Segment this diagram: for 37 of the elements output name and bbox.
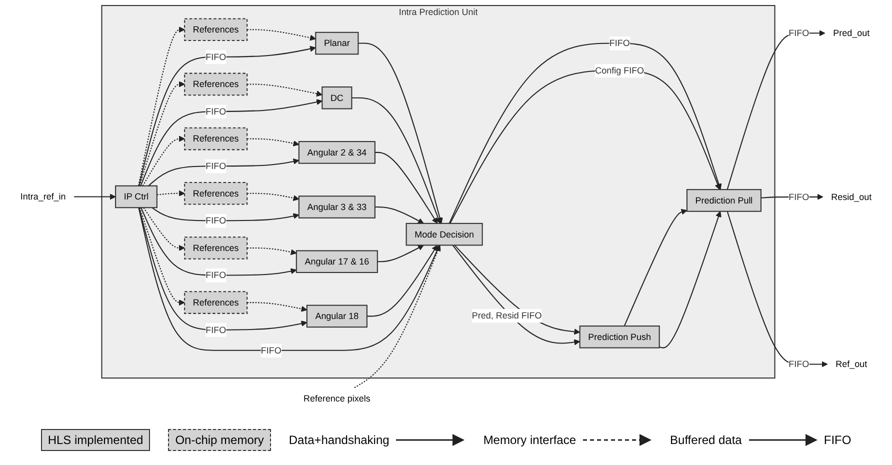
signal-label: Pred_out — [833, 28, 870, 38]
process-box: Prediction Push — [579, 326, 660, 348]
edge-label: Pred, Resid FIFO — [472, 308, 542, 322]
process-box: Planar — [315, 32, 359, 55]
edge-label: FIFO — [206, 323, 226, 337]
legend-text: Data+handshaking — [288, 433, 390, 447]
memory-box: References — [184, 291, 248, 314]
memory-box: References — [184, 182, 248, 205]
memory-box: References — [184, 236, 248, 260]
edge-label: FIFO — [609, 36, 630, 50]
legend-item: On-chip memory — [168, 429, 271, 451]
buffer-label: FIFO — [824, 433, 852, 447]
process-box: Angular 2 & 34 — [298, 141, 376, 164]
edge-label: FIFO — [260, 344, 282, 358]
signal-label: Reference pixels — [303, 393, 370, 404]
memory-box: References — [184, 18, 248, 42]
edge-label: FIFO — [206, 50, 226, 64]
legend-text: Memory interface — [483, 433, 576, 447]
edge-label: FIFO — [206, 214, 226, 228]
memory-box: References — [184, 72, 248, 96]
signal-label: Intra_ref_in — [20, 191, 66, 202]
memory-box: References — [184, 127, 248, 150]
process-box: Angular 17 & 16 — [296, 250, 378, 273]
edge-label: Config FIFO — [595, 64, 644, 78]
process-box: DC — [322, 86, 352, 110]
process-box: Mode Decision — [406, 222, 483, 246]
process-box: Prediction Pull — [686, 189, 762, 212]
edge-label: FIFO — [206, 159, 226, 173]
process-box: IP Ctrl — [115, 185, 158, 208]
edge-label: FIFO — [206, 268, 226, 282]
process-box: Angular 18 — [306, 304, 368, 328]
signal-label: Resid_out — [831, 192, 872, 202]
legend-item: HLS implemented — [40, 429, 150, 451]
process-box: Angular 3 & 33 — [298, 196, 376, 218]
edge-label: FIFO — [206, 104, 226, 118]
signal-label: Ref_out — [836, 358, 868, 370]
legend-text: Buffered data — [670, 433, 742, 447]
